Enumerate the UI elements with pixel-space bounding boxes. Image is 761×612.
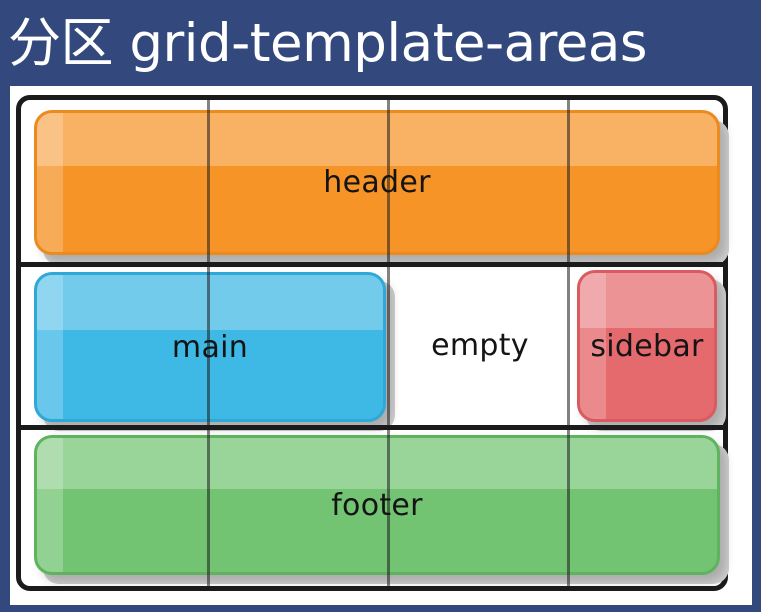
page-title: 分区 grid-template-areas — [8, 12, 647, 74]
grid-row-line-1 — [16, 262, 728, 267]
main-gloss-highlight — [37, 275, 383, 330]
grid-area-footer: footer — [34, 435, 720, 575]
grid-area-main: main — [34, 272, 386, 422]
grid-column-line-1 — [207, 95, 210, 591]
grid-area-empty-label: empty — [431, 327, 529, 363]
grid-frame: header main empty sidebar footer — [16, 95, 729, 591]
grid-area-sidebar-label: sidebar — [590, 328, 704, 364]
grid-area-main-label: main — [171, 329, 249, 365]
grid-column-line-3 — [567, 95, 570, 591]
grid-area-header-label: header — [323, 165, 431, 200]
grid-area-empty: empty — [392, 262, 568, 428]
footer-gloss-highlight — [37, 438, 717, 489]
footer-gloss-edge — [37, 438, 63, 572]
grid-area-footer-label: footer — [331, 487, 423, 523]
grid-column-line-2 — [387, 95, 390, 591]
main-gloss-edge — [37, 275, 63, 419]
slide-title-band: 分区 grid-template-areas — [0, 0, 761, 86]
sidebar-gloss-highlight — [580, 273, 714, 329]
header-gloss-edge — [37, 113, 63, 252]
diagram-canvas: header main empty sidebar footer — [10, 86, 752, 605]
grid-row-line-2 — [16, 425, 728, 430]
grid-area-header: header — [34, 110, 720, 255]
header-gloss-highlight — [37, 113, 717, 166]
grid-area-sidebar: sidebar — [577, 270, 717, 422]
